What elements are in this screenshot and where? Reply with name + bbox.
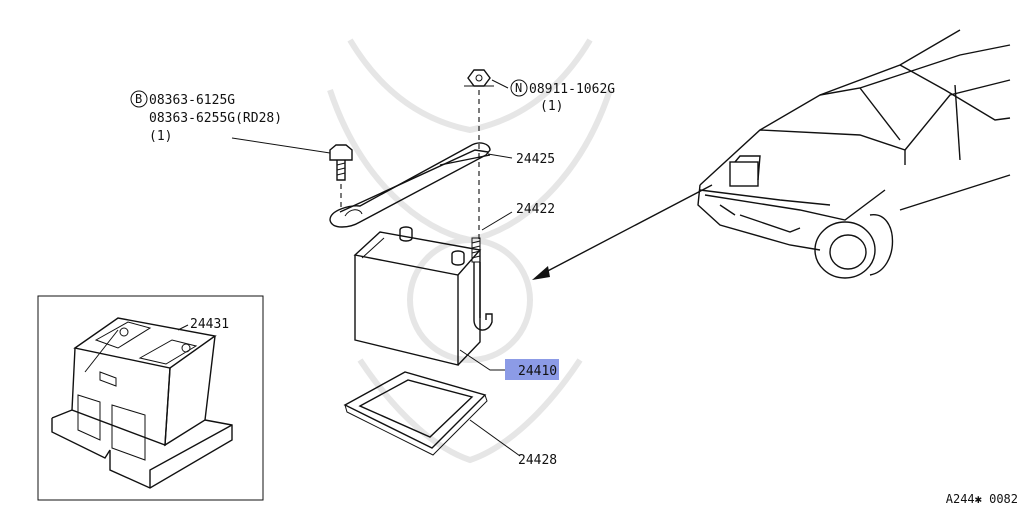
bolt-badge-icon [130, 90, 148, 108]
battery-part-number[interactable]: 24410 [518, 364, 557, 379]
cover-leader-line [177, 324, 189, 331]
diagram-code: A244✱ 0082 [946, 492, 1018, 506]
tray-part-number[interactable]: 24428 [518, 453, 557, 468]
tray-leader-line [469, 419, 521, 457]
car-illustration [697, 29, 1011, 279]
nut-part-number[interactable]: 08911-1062G [529, 82, 615, 97]
clamp-leader-line [487, 153, 513, 159]
rod-part-number[interactable]: 24422 [516, 202, 555, 217]
car-battery-location-icon [729, 161, 759, 187]
rod-leader-line [481, 211, 513, 231]
watermark-emblem [327, 38, 613, 464]
battery-part-highlight[interactable] [505, 359, 559, 380]
clamp-part-number[interactable]: 24425 [516, 152, 555, 167]
bolt-label: B 08363-6125G 08363-6255G(RD28) (1) [130, 90, 282, 144]
bolt-part-number-1[interactable]: 08363-6125G [149, 93, 235, 108]
svg-text:N: N [515, 81, 522, 95]
battery-tray-drawing [343, 371, 488, 456]
battery-leader-line [459, 349, 505, 371]
battery-cover-drawing [51, 317, 233, 489]
nut-quantity: (1) [540, 99, 563, 114]
nut-badge-icon [510, 79, 528, 97]
cover-inset-frame [37, 295, 264, 501]
hold-down-rod-drawing [471, 237, 493, 331]
location-pointer-arrow [532, 184, 713, 280]
bolt-icon [329, 144, 353, 181]
svg-text:B: B [135, 92, 142, 106]
battery-drawing [353, 226, 482, 366]
nut-icon [464, 69, 494, 87]
bolt-part-number-2[interactable]: 08363-6255G(RD28) [149, 111, 282, 126]
nut-leader-line [491, 79, 509, 89]
bolt-quantity: (1) [149, 129, 172, 144]
nut-label: N 08911-1062G (1) [510, 79, 615, 114]
cover-part-number[interactable]: 24431 [190, 317, 229, 332]
battery-clamp-drawing [329, 142, 491, 228]
bolt-leader-line [231, 137, 331, 154]
